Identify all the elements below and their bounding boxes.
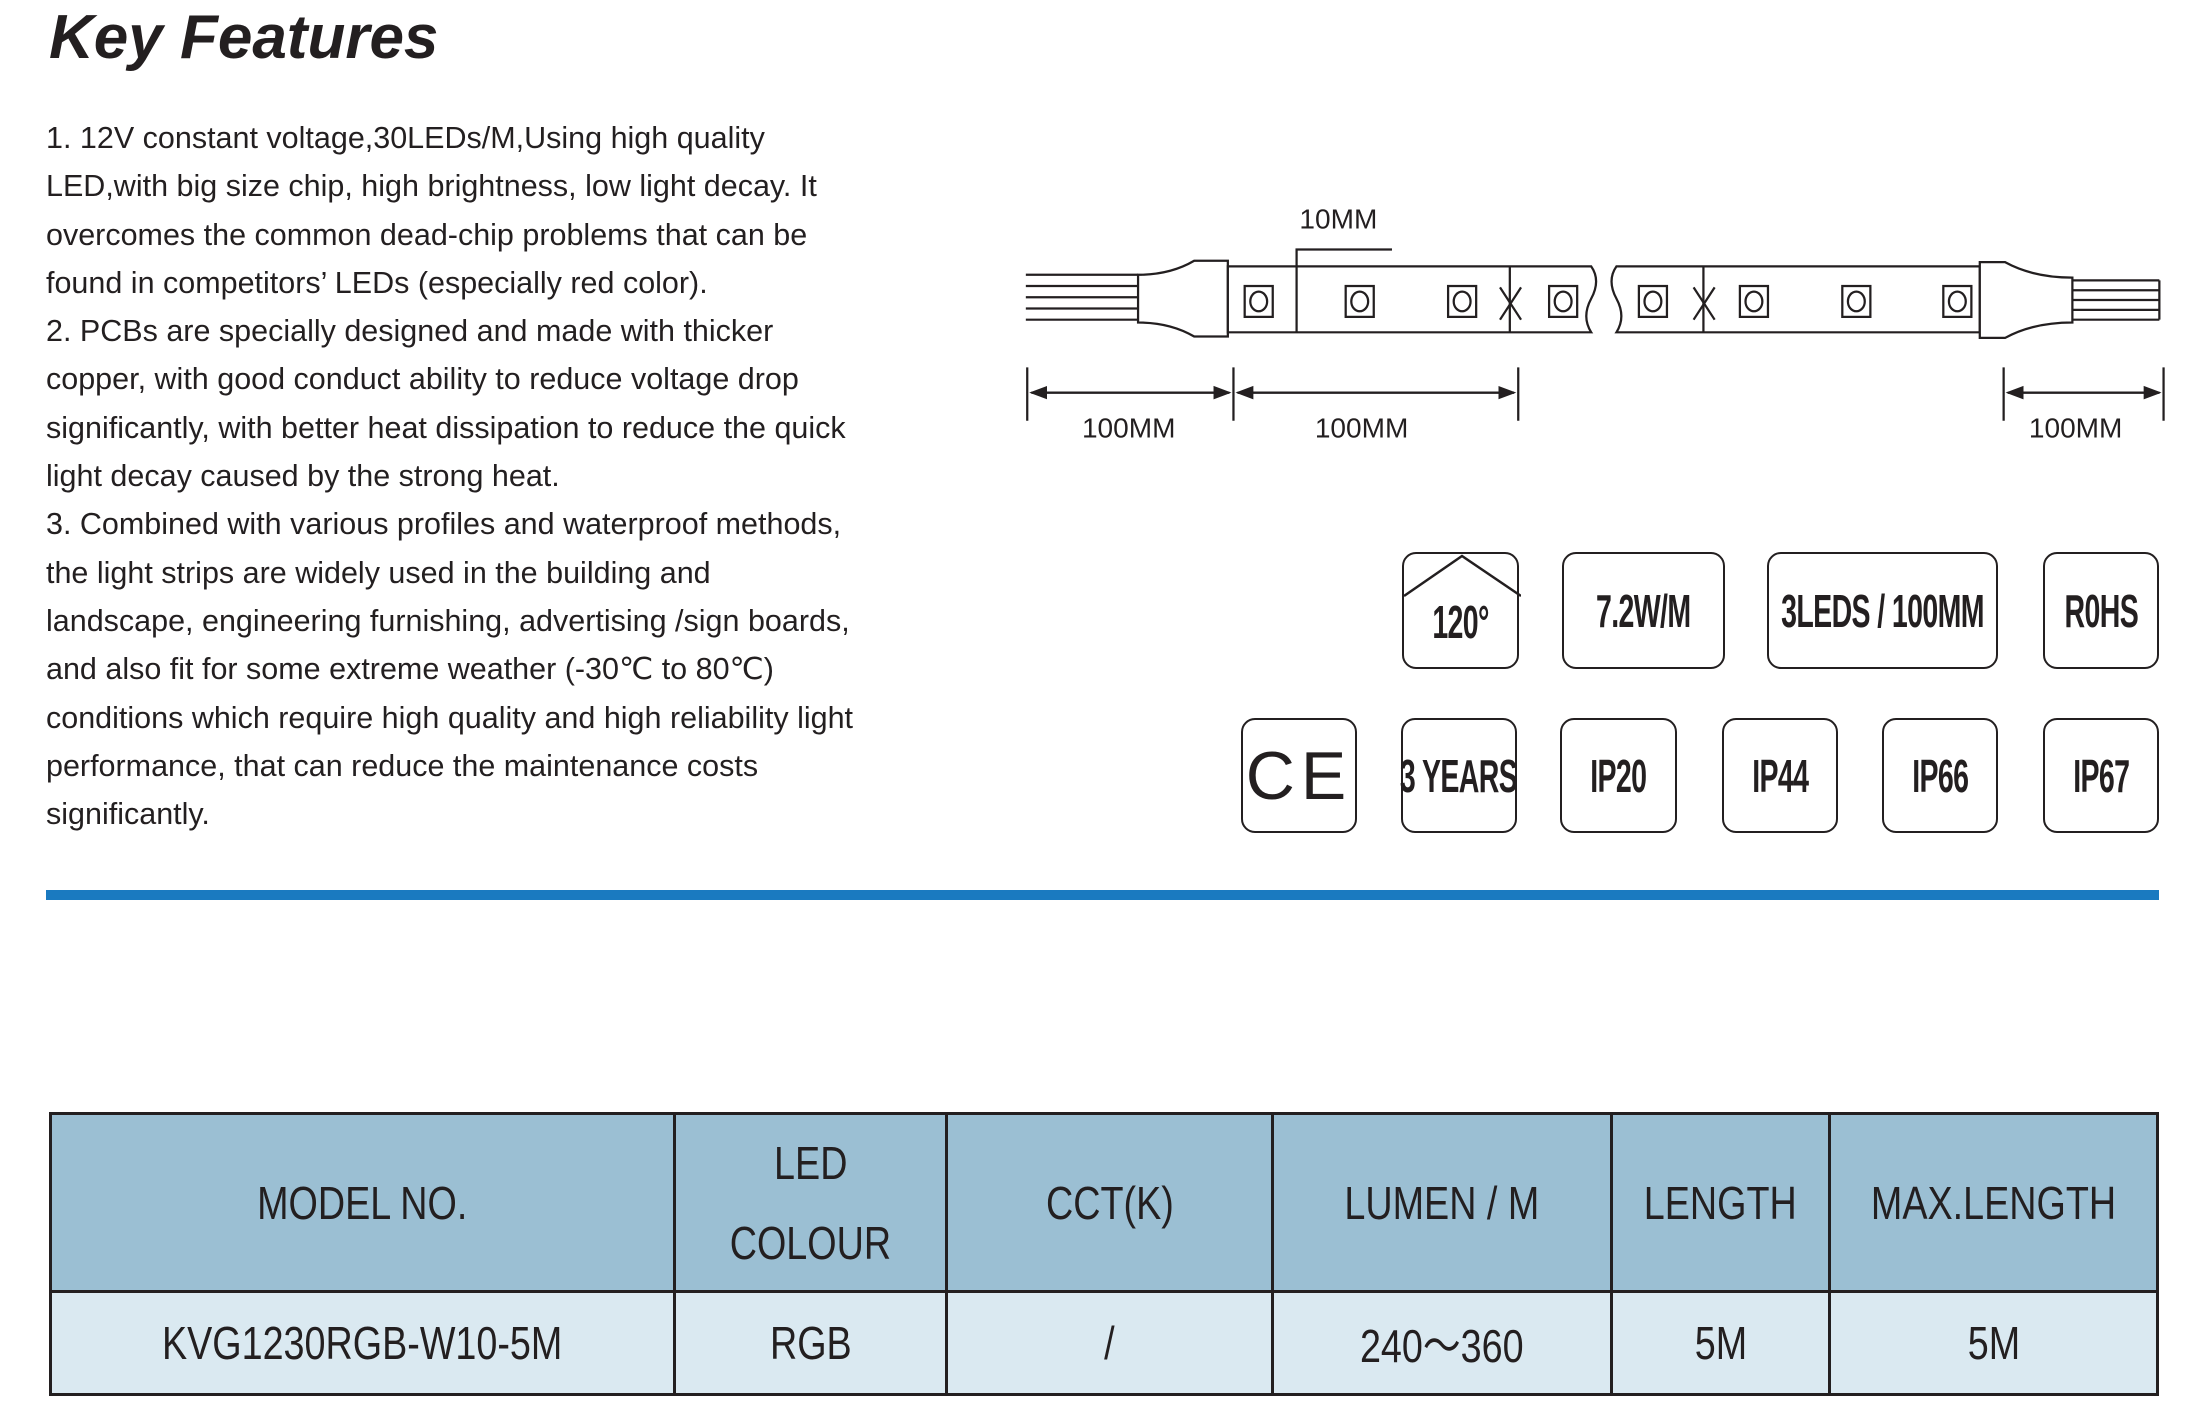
warranty-badge: 3 YEARS: [1400, 718, 1518, 833]
scissors-icon: [1499, 286, 1716, 321]
text-line: significantly.: [46, 797, 210, 832]
cell-model: KVG1230RGB-W10-5M: [49, 1290, 676, 1396]
header-max-length: MAX.LENGTH: [1828, 1112, 2159, 1293]
text-line: landscape, engineering furnishing, adver…: [46, 603, 850, 638]
text-line: 1. 12V constant voltage,30LEDs/M,Using h…: [46, 121, 765, 155]
text-line: significantly, with better heat dissipat…: [46, 410, 846, 445]
ce-badge: CE: [1241, 718, 1357, 833]
text-line: conditions which require high quality an…: [46, 700, 854, 735]
density-badge: 3LEDS / 100MM: [1767, 552, 1998, 669]
led-chips: [1243, 284, 1973, 319]
text-line: copper, with good conduct ability to red…: [46, 362, 799, 397]
cell-max-length: 5M: [1828, 1290, 2159, 1396]
ip66-badge: IP66: [1882, 718, 1998, 833]
power-badge: 7.2W/M: [1562, 552, 1725, 669]
text-line: the light strips are widely used in the …: [46, 555, 711, 590]
wires-left-icon: [1025, 259, 1229, 338]
dim-middle-label: 100MM: [1315, 413, 1409, 444]
wires-right-icon: [1978, 261, 2161, 340]
ip20-badge: IP20: [1560, 718, 1677, 833]
text-line: found in competitors’ LEDs (especially r…: [46, 265, 708, 300]
led-strip-diagram: 10MM 100MM 100MM 100MM: [1025, 204, 2165, 444]
beam-angle-badge: 120°: [1402, 552, 1521, 669]
text-line: performance, that can reduce the mainten…: [46, 748, 759, 783]
text-line: and also fit for some extreme weather (-…: [46, 652, 774, 687]
dim-left-label: 100MM: [1082, 413, 1176, 444]
header-lumen: LUMEN / M: [1271, 1112, 1613, 1293]
cell-lumen: 240～360: [1271, 1290, 1613, 1396]
header-length: LENGTH: [1610, 1112, 1831, 1293]
text-line: overcomes the common dead-chip problems …: [46, 217, 808, 252]
section-divider: [46, 890, 2159, 900]
beam-angle-icon: [1404, 554, 1521, 598]
text-line: LED,with big size chip, high brightness,…: [46, 169, 817, 204]
text-line: light decay caused by the strong heat.: [46, 459, 560, 494]
rohs-badge: R0HS: [2043, 552, 2159, 669]
dim-right-label: 100MM: [2029, 413, 2123, 444]
ce-mark-icon: CE: [1245, 737, 1353, 814]
cell-cct: /: [945, 1290, 1274, 1396]
page-title: Key Features: [49, 3, 439, 72]
pitch-label: 10MM: [1299, 204, 1377, 235]
text-line: 2. PCBs are specially designed and made …: [46, 314, 774, 349]
header-model: MODEL NO.: [49, 1112, 676, 1293]
cell-colour: RGB: [673, 1290, 948, 1396]
table-row: KVG1230RGB-W10-5M RGB / 240～360 5M 5M: [49, 1290, 2159, 1396]
cell-length: 5M: [1610, 1290, 1831, 1396]
text-line: 3. Combined with various profiles and wa…: [46, 507, 842, 542]
ip67-badge: IP67: [2043, 718, 2159, 833]
ip44-badge: IP44: [1722, 718, 1838, 833]
features-text: 1. 12V constant voltage,30LEDs/M,Using h…: [46, 114, 926, 838]
header-cct: CCT(K): [945, 1112, 1274, 1293]
